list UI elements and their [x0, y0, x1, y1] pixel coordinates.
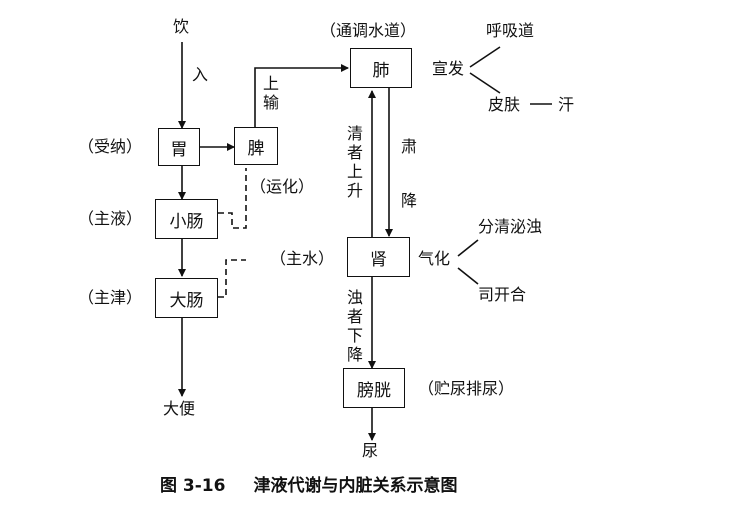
node-kidney-label: 肾: [370, 249, 387, 270]
node-lung-label: 肺: [372, 60, 390, 81]
node-large-intestine: 大肠: [155, 278, 218, 318]
node-small-intestine: 小肠: [155, 199, 218, 239]
figure-number: 图 3-16: [160, 476, 226, 496]
node-bladder-label: 膀胱: [357, 380, 391, 401]
node-spleen: 脾: [234, 127, 278, 165]
label-lung-dispersing: 宣发: [432, 59, 465, 78]
branch-to-separate: [457, 239, 479, 257]
dashed-link-small-intestine: [218, 168, 247, 229]
branch-to-respiratory: [469, 46, 501, 68]
role-small-intestine: （主液）: [78, 209, 143, 228]
node-large-intestine-label: 大肠: [169, 290, 204, 311]
label-respiratory-tract: 呼吸道: [486, 21, 535, 40]
role-kidney: （主水）: [270, 249, 335, 268]
branch-to-skin: [469, 72, 501, 94]
role-bladder: （贮尿排尿）: [418, 379, 515, 398]
label-stool: 大便: [163, 399, 196, 418]
node-bladder: 膀胱: [343, 368, 405, 408]
node-stomach-label: 胃: [170, 139, 188, 160]
dashed-link-large-intestine: [218, 259, 246, 298]
branch-to-open-close: [457, 267, 479, 285]
label-spleen-to-lung: 上输: [262, 74, 279, 112]
label-sweat: 汗: [558, 95, 575, 114]
role-spleen: （运化）: [250, 177, 315, 196]
label-turbid-descend: 浊者下降: [346, 288, 363, 364]
node-kidney: 肾: [347, 237, 410, 277]
node-spleen-label: 脾: [247, 138, 265, 159]
label-kidney-qi: 气化: [418, 249, 451, 268]
figure-caption: 图 3-16 津液代谢与内脏关系示意图: [160, 471, 485, 496]
role-large-intestine: （主津）: [78, 288, 143, 307]
label-lung-descending: 肃降: [400, 137, 417, 210]
node-stomach: 胃: [158, 128, 200, 166]
figure-title: 津液代谢与内脏关系示意图: [253, 476, 458, 496]
label-urine: 尿: [362, 441, 379, 460]
label-skin: 皮肤: [488, 95, 521, 114]
label-clear-ascend: 清者上升: [346, 124, 363, 200]
arrow-spleen-to-lung: [254, 64, 349, 127]
label-separate-clear-turbid: 分清泌浊: [478, 217, 543, 236]
role-lung: （通调水道）: [320, 21, 417, 40]
role-stomach: （受纳）: [78, 137, 143, 156]
label-intake: 入: [192, 65, 209, 84]
label-intake-source: 饮: [173, 17, 190, 36]
node-lung: 肺: [350, 48, 412, 88]
node-small-intestine-label: 小肠: [169, 211, 204, 232]
label-open-close: 司开合: [478, 285, 527, 304]
